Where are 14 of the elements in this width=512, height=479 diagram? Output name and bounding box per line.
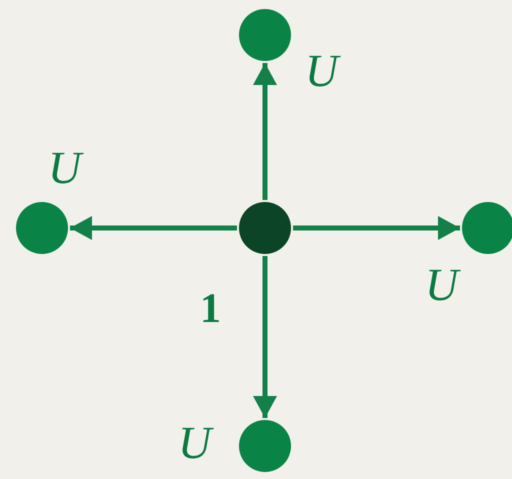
- variable-label: U: [178, 420, 212, 466]
- dot: [462, 202, 512, 254]
- variable-label: U: [305, 48, 338, 94]
- number-label: 1: [200, 288, 221, 330]
- variable-label: U: [48, 145, 82, 191]
- dot: [239, 202, 291, 254]
- dot: [239, 420, 291, 472]
- dot: [16, 202, 68, 254]
- arrow: [253, 256, 277, 418]
- arrow: [253, 63, 277, 200]
- variable-label: U: [425, 262, 458, 308]
- arrow: [70, 216, 237, 240]
- arrow: [293, 216, 460, 240]
- dot: [239, 9, 291, 61]
